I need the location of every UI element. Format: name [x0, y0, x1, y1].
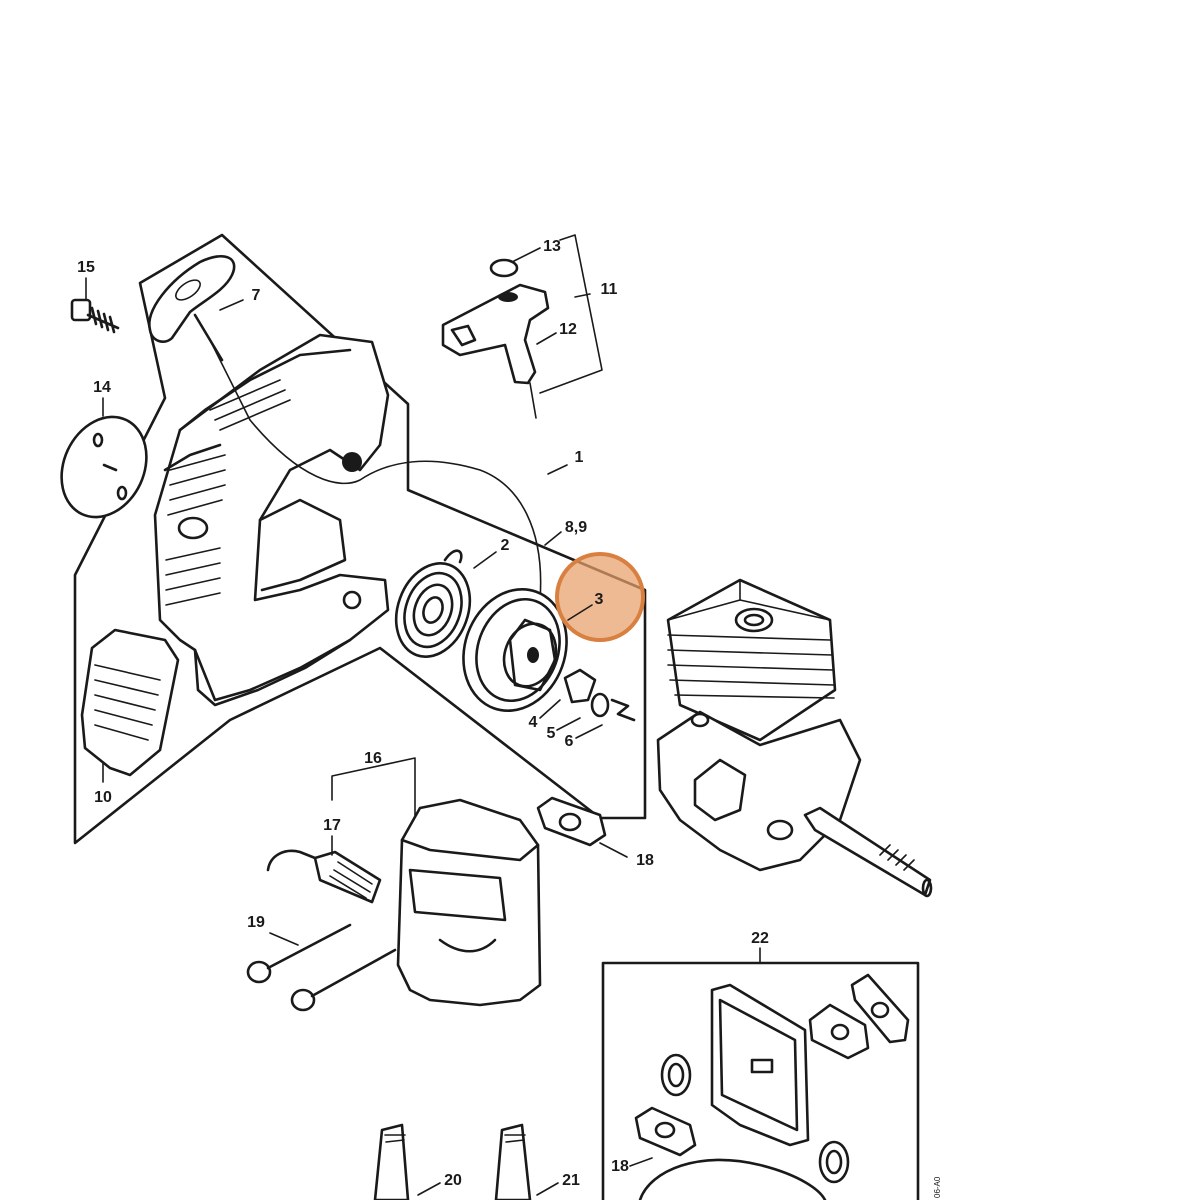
engine-crankcase — [656, 710, 862, 872]
engine-cylinder — [666, 578, 837, 742]
rope-rotor — [462, 587, 568, 713]
muffler-screw-lower — [290, 948, 397, 1012]
part-label-8-9[interactable]: 8,9 — [565, 519, 587, 536]
washer — [590, 692, 610, 718]
starter-cover — [80, 628, 180, 777]
leader-lines — [85, 234, 761, 1196]
part-label-18-muffler[interactable]: 18 — [636, 852, 654, 869]
part-label-1[interactable]: 1 — [575, 449, 584, 466]
lubricant-tube-1 — [373, 1123, 410, 1200]
part-3-leader — [567, 604, 593, 621]
starter-group-outline — [73, 233, 647, 845]
crankshaft — [803, 806, 933, 898]
muffler-screw-upper — [246, 923, 352, 984]
part-label-18-gasket-set[interactable]: 18 — [611, 1158, 629, 1175]
muffler-gasket — [536, 796, 607, 847]
starter-grip — [148, 255, 236, 362]
drawing-code: 06-A0 — [933, 1176, 942, 1198]
part-label-20[interactable]: 20 — [444, 1172, 462, 1189]
part-label-13[interactable]: 13 — [543, 238, 561, 255]
gasket-set-parts — [634, 973, 910, 1200]
part-label-10[interactable]: 10 — [94, 789, 112, 806]
part-label-4[interactable]: 4 — [529, 714, 538, 731]
pawl — [563, 668, 597, 704]
part-label-19[interactable]: 19 — [247, 914, 265, 931]
part-label-6[interactable]: 6 — [565, 733, 574, 750]
part-label-2[interactable]: 2 — [501, 537, 510, 554]
screw — [70, 298, 120, 334]
part-label-11[interactable]: 11 — [601, 281, 618, 298]
lubricant-tube-2 — [494, 1123, 532, 1200]
part-label-17[interactable]: 17 — [323, 817, 341, 834]
part-label-7[interactable]: 7 — [252, 287, 261, 304]
highlight-marker[interactable] — [555, 552, 645, 642]
starter-housing — [153, 333, 390, 707]
part-label-16[interactable]: 16 — [364, 750, 382, 767]
grip-assembly — [441, 258, 550, 419]
part-label-21[interactable]: 21 — [562, 1172, 580, 1189]
rewind-spring — [394, 549, 472, 658]
part-label-14[interactable]: 14 — [93, 379, 111, 396]
gasket-disc — [60, 415, 148, 519]
part-label-5[interactable]: 5 — [547, 725, 556, 742]
spark-arrestor — [266, 849, 382, 904]
part-label-3[interactable]: 3 — [595, 591, 604, 608]
spring-clip — [610, 698, 636, 722]
starter-rope — [209, 339, 542, 601]
part-label-12[interactable]: 12 — [559, 321, 577, 338]
muffler — [396, 798, 542, 1007]
part-label-15[interactable]: 15 — [77, 259, 95, 276]
part-label-22[interactable]: 22 — [751, 930, 769, 947]
